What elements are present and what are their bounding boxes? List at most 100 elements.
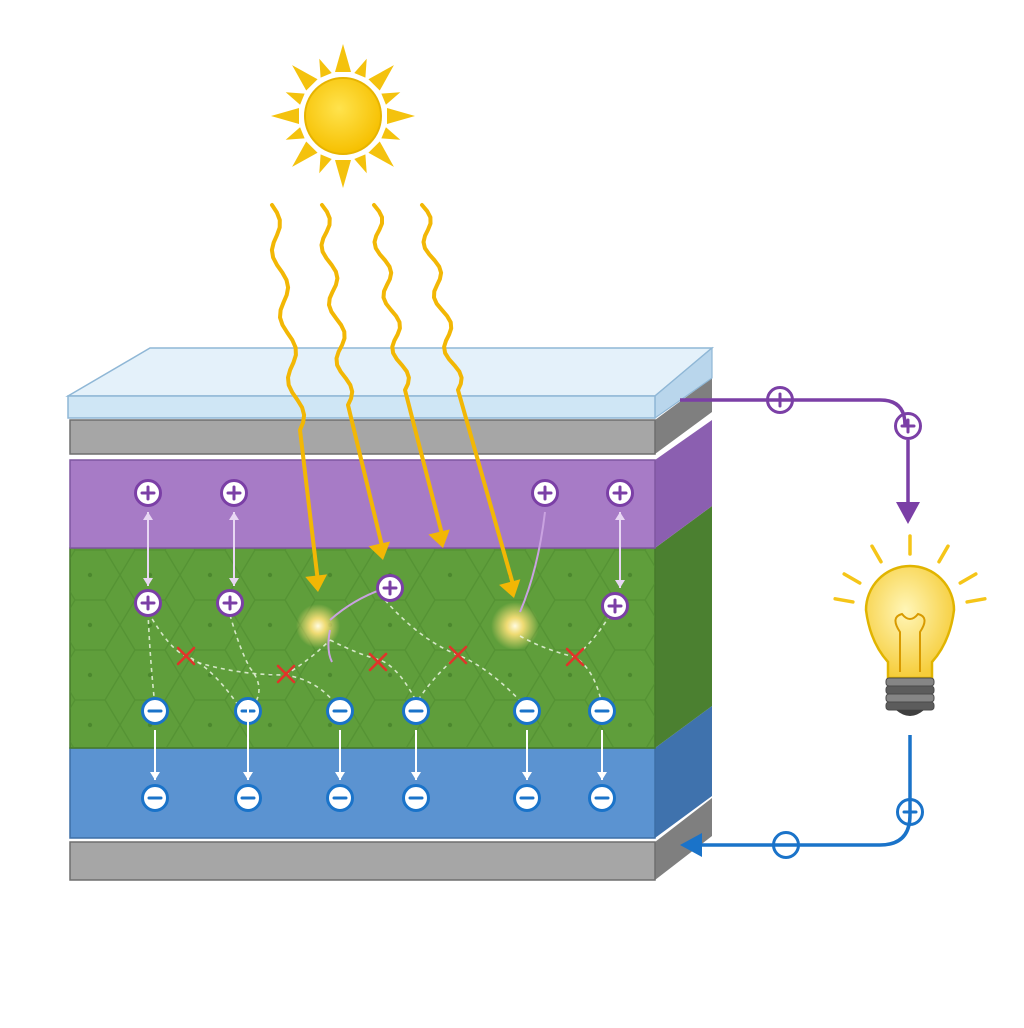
electron-current-arrow (680, 833, 702, 857)
light-ray (420, 203, 516, 590)
electron-charge (588, 697, 616, 725)
charge-arrowhead (243, 700, 253, 708)
recombination-mark-icon (276, 664, 296, 684)
electron-charge (402, 784, 430, 812)
external-circuit (680, 398, 920, 857)
sun-ray-icon (271, 108, 299, 124)
hole-wire (680, 398, 907, 426)
electron-charge (234, 784, 262, 812)
bulb-base-tip (896, 710, 924, 716)
charge-arrowhead (243, 772, 253, 780)
light-ray-arrowhead (305, 574, 328, 592)
exciton-glow (491, 602, 539, 650)
sun-ray-icon (368, 141, 394, 167)
sun-icon (271, 44, 415, 188)
glass-layer (65, 346, 715, 420)
top-electrode (69, 378, 712, 455)
bulb-glow-ray-icon (842, 572, 862, 585)
hole-drift-path (519, 511, 546, 613)
electron-charge (513, 784, 541, 812)
charge-arrowhead (143, 578, 153, 586)
sun-ray-icon (319, 154, 332, 174)
charge-arrowhead (229, 512, 239, 520)
sun-ray-icon (285, 127, 305, 140)
electron-charge (402, 697, 430, 725)
bulb-glass (864, 564, 956, 680)
sun-ray-icon (335, 44, 351, 72)
sun-ray-icon (354, 154, 367, 174)
bottom-electrode (69, 798, 712, 881)
charge-arrowhead (615, 512, 625, 520)
hole-drift-path (327, 629, 333, 663)
diffusion-path (329, 639, 419, 706)
hole-charge (376, 574, 404, 602)
charge-arrowhead (411, 772, 421, 780)
bulb-base-ring (885, 677, 935, 687)
sun-ray-icon (292, 141, 318, 167)
bulb-glow-ray-icon (937, 544, 950, 564)
bulb-glow-ray-icon (958, 572, 978, 585)
charge-arrowhead (143, 512, 153, 520)
bulb-filament (894, 612, 926, 672)
bulb-base-ring (885, 701, 935, 711)
sun-ray-icon (354, 58, 367, 78)
hole-charge (601, 592, 629, 620)
hole-charge (134, 479, 162, 507)
charge-arrowhead (150, 772, 160, 780)
hole-transport-layer (69, 420, 712, 549)
sun-ray-icon (285, 92, 305, 105)
sun-ray-icon (292, 65, 318, 91)
electron-charge (588, 784, 616, 812)
light-ray-arrowhead (368, 541, 391, 560)
light-bulb-icon (833, 534, 987, 716)
bulb-glow-ray-icon (833, 597, 855, 604)
light-ray-arrowhead (428, 529, 450, 548)
electron-charge (141, 697, 169, 725)
bulb-base-ring (885, 685, 935, 695)
diffusion-path (229, 614, 260, 711)
electron-charge (326, 784, 354, 812)
charge-arrowhead (597, 772, 607, 780)
circuit-hole-charge (894, 412, 922, 440)
electron-wire (700, 735, 912, 847)
bulb-glow-ray-icon (870, 544, 883, 564)
sun-ray-icon (368, 65, 394, 91)
recombination-mark-icon (565, 647, 585, 667)
hole-charge (606, 479, 634, 507)
hole-charge (216, 589, 244, 617)
diffusion-path (414, 654, 459, 706)
light-rays (269, 203, 521, 598)
sun-disc (304, 77, 382, 155)
recombination-mark-icon (176, 646, 196, 666)
electron-transport-layer (69, 706, 712, 839)
sun-ray-icon (381, 127, 401, 140)
recombination-mark-icon (448, 645, 468, 665)
bulb-glow-ray-icon (965, 597, 987, 604)
sun-ray-icon (319, 58, 332, 78)
charge-arrowhead (229, 578, 239, 586)
charge-paths (147, 511, 611, 711)
hole-charge (134, 589, 162, 617)
electron-charge (513, 697, 541, 725)
hole-current-arrow (896, 502, 920, 524)
charge-arrowhead (522, 772, 532, 780)
light-ray-arrowhead (499, 579, 521, 598)
sun-ray-icon (381, 92, 401, 105)
diffusion-path (147, 611, 156, 707)
recombination-mark-icon (368, 652, 388, 672)
charges (134, 386, 924, 859)
sun-ray-icon (387, 108, 415, 124)
light-ray (319, 203, 385, 552)
electron-charge (141, 784, 169, 812)
charge-arrowhead (335, 772, 345, 780)
light-ray (372, 203, 445, 540)
hole-charge (531, 479, 559, 507)
charge-arrowhead (615, 580, 625, 588)
bulb-base-ring (885, 693, 935, 703)
electron-charge (326, 697, 354, 725)
sun-ray-icon (335, 160, 351, 188)
light-ray (269, 203, 320, 584)
hole-charge (220, 479, 248, 507)
